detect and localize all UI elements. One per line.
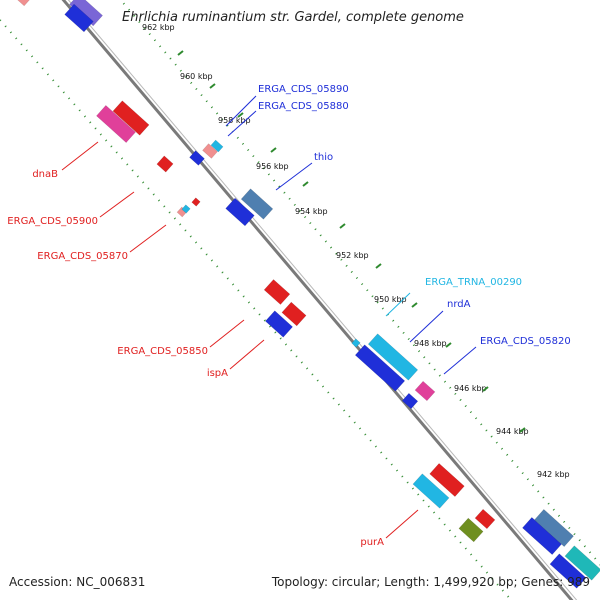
backbone-line bbox=[61, 0, 574, 600]
gene-feature bbox=[156, 155, 174, 173]
label-leader-line bbox=[61, 141, 99, 171]
tick-label: 946 kbp bbox=[454, 384, 487, 393]
outer-track bbox=[119, 0, 600, 566]
gene-label: nrdA bbox=[447, 299, 471, 310]
gene-label: ERGA_CDS_05890 bbox=[258, 84, 349, 95]
label-leader-line bbox=[385, 509, 419, 539]
tick-mark bbox=[237, 112, 244, 118]
label-leader-line bbox=[443, 346, 477, 375]
gene-label: ERGA_CDS_05900 bbox=[7, 216, 98, 227]
tick-mark bbox=[209, 83, 216, 89]
label-leader-line bbox=[227, 110, 257, 137]
tick-mark bbox=[339, 223, 346, 229]
gene-label: ERGA_CDS_05850 bbox=[117, 346, 208, 357]
gene-feature bbox=[112, 100, 150, 136]
gene-feature bbox=[225, 197, 255, 227]
gene-label: ERGA_CDS_05820 bbox=[480, 336, 571, 347]
tick-mark bbox=[411, 302, 418, 308]
gene-feature bbox=[474, 508, 496, 530]
map-title: Ehrlichia ruminantium str. Gardel, compl… bbox=[122, 10, 464, 25]
tick-label: 962 kbp bbox=[142, 23, 175, 32]
gene-label: dnaB bbox=[32, 169, 58, 180]
label-leader-line bbox=[225, 95, 257, 127]
gene-feature bbox=[191, 197, 201, 207]
tick-mark bbox=[519, 427, 526, 433]
tick-mark bbox=[302, 181, 309, 187]
tick-label: 960 kbp bbox=[180, 72, 213, 81]
gene-label: purA bbox=[360, 537, 384, 548]
gene-feature bbox=[367, 333, 419, 381]
gene-feature bbox=[429, 463, 465, 497]
gene-feature bbox=[181, 204, 191, 214]
gene-feature bbox=[202, 143, 218, 159]
genome-stats-text: Topology: circular; Length: 1,499,920 bp… bbox=[271, 575, 590, 589]
tick-label: 944 kbp bbox=[496, 427, 529, 436]
kbp-ticks: 962 kbp 960 kbp 958 kbp 956 kbp 954 kbp 952 k… bbox=[142, 23, 570, 479]
gene-label: ispA bbox=[207, 368, 228, 379]
label-leader-line bbox=[275, 162, 313, 191]
label-leader-line bbox=[129, 224, 167, 253]
gene-label: ERGA_CDS_05880 bbox=[258, 101, 349, 112]
tick-label: 948 kbp bbox=[414, 339, 447, 348]
gene-feature bbox=[414, 380, 436, 402]
gene-feature bbox=[189, 150, 205, 166]
label-leader-line bbox=[99, 191, 135, 218]
gene-feature bbox=[240, 188, 274, 220]
gene-feature bbox=[64, 3, 94, 33]
gene-feature bbox=[210, 139, 224, 153]
tick-mark bbox=[270, 147, 277, 153]
gene-labels: ERGA_CDS_05890ERGA_CDS_05880thioERGA_TRN… bbox=[7, 84, 570, 548]
gene-feature bbox=[351, 338, 361, 348]
gene-feature bbox=[263, 279, 291, 305]
tick-mark bbox=[375, 263, 382, 269]
tick-label: 950 kbp bbox=[374, 295, 407, 304]
gene-feature bbox=[354, 344, 406, 392]
tick-label: 942 kbp bbox=[537, 470, 570, 479]
gene-label: thio bbox=[314, 152, 333, 163]
gene-feature bbox=[401, 392, 419, 410]
accession-text: Accession: NC_006831 bbox=[9, 575, 146, 589]
gene-feature bbox=[549, 553, 587, 589]
gene-feature bbox=[7, 0, 33, 7]
gene-features bbox=[7, 0, 600, 589]
gene-feature bbox=[96, 105, 136, 143]
gene-label: ERGA_CDS_05870 bbox=[37, 251, 128, 262]
tick-label: 958 kbp bbox=[218, 116, 251, 125]
tick-mark bbox=[445, 342, 452, 348]
gene-feature bbox=[458, 517, 484, 543]
gene-feature bbox=[281, 301, 307, 327]
label-leader-line bbox=[409, 310, 444, 343]
gene-feature bbox=[265, 310, 293, 338]
backbone-shadow bbox=[67, 0, 578, 600]
gene-feature bbox=[534, 509, 574, 547]
gene-label: ERGA_TRNA_00290 bbox=[425, 277, 522, 288]
label-leader-line bbox=[385, 292, 411, 317]
tick-mark bbox=[482, 386, 489, 392]
label-leader-line bbox=[209, 319, 245, 348]
tick-mark bbox=[177, 50, 184, 56]
gene-feature bbox=[564, 545, 600, 581]
tick-label: 956 kbp bbox=[256, 162, 289, 171]
tick-label: 952 kbp bbox=[336, 251, 369, 260]
tick-label: 954 kbp bbox=[295, 207, 328, 216]
gene-feature bbox=[412, 473, 450, 509]
label-leader-line bbox=[229, 339, 265, 370]
